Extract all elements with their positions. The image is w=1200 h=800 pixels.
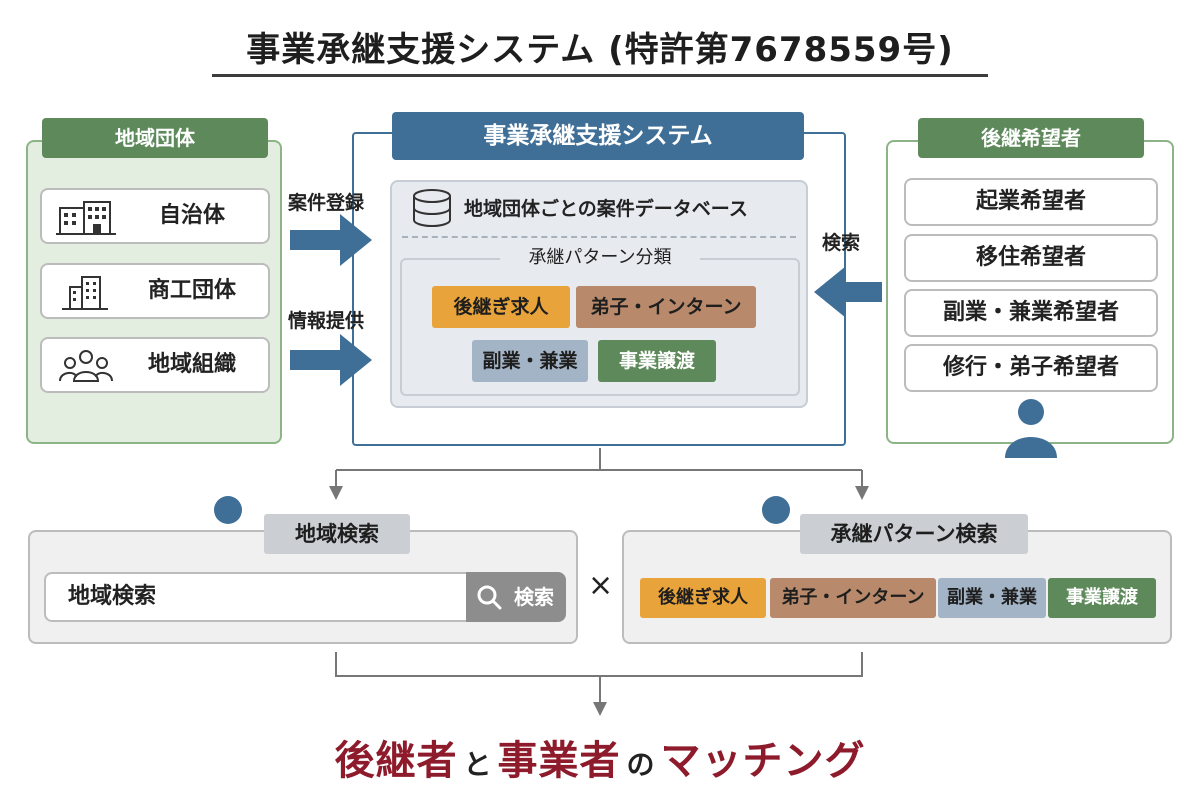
search-button[interactable]: 検索 [466,572,566,622]
regional-item-organization: 地域組織 [40,337,270,393]
regional-item-label: 自治体 [158,203,225,228]
region-search-input[interactable]: 地域検索 [44,572,468,622]
government-building-icon [56,201,116,235]
result-particle: の [626,748,655,781]
regional-groups-title: 地域団体 [42,118,268,158]
result-matching: マッチング [660,738,866,784]
successor-candidates-title: 後継希望者 [918,118,1144,158]
title-underline [212,74,988,77]
candidate-item: 移住希望者 [904,234,1158,282]
pattern-chip-business-transfer: 事業譲渡 [598,340,716,382]
region-search-title: 地域検索 [264,514,410,554]
flow-label-search: 検索 [822,232,861,254]
arrow-down-result [593,702,607,716]
split-connector [335,448,863,488]
candidate-item: 起業希望者 [904,178,1158,226]
candidate-item: 修行・弟子希望者 [904,344,1158,392]
database-divider [402,236,796,238]
arrow-down-right [855,486,869,500]
regional-item-municipality: 自治体 [40,188,270,244]
page-title: 事業承継支援システム (特許第7678559号) [246,30,954,70]
flow-label-provide: 情報提供 [288,310,365,332]
database-title: 地域団体ごとの案件データベース [464,198,748,220]
filter-chip-business-transfer[interactable]: 事業譲渡 [1048,578,1156,618]
arrow-down-left [329,486,343,500]
system-title: 事業承継支援システム [392,112,804,160]
search-button-label: 検索 [514,585,554,609]
filter-chip-apprentice[interactable]: 弟子・インターン [770,578,936,618]
matching-result-title: 後継者と事業者のマッチング [0,728,1200,786]
office-building-icon [62,276,108,310]
flow-label-register: 案件登録 [288,192,365,214]
result-business-owner: 事業者 [497,738,621,784]
pattern-title: 承継パターン分類 [500,246,700,270]
filter-chip-side-job[interactable]: 副業・兼業 [938,578,1046,618]
pattern-search-title: 承継パターン検索 [800,514,1028,554]
result-conjunction: と [463,748,492,781]
regional-item-label: 地域組織 [147,352,236,377]
times-operator: × [588,568,614,603]
community-group-icon [59,350,113,382]
candidate-item: 副業・兼業希望者 [904,289,1158,337]
filter-chip-successor-job[interactable]: 後継ぎ求人 [640,578,766,618]
merge-connector [335,652,863,704]
result-successor: 後継者 [334,738,458,784]
pattern-chip-apprentice: 弟子・インターン [576,286,756,328]
regional-item-chamber: 商工団体 [40,263,270,319]
pattern-chip-successor-job: 後継ぎ求人 [432,286,570,328]
regional-item-label: 商工団体 [147,278,236,303]
search-icon [477,585,502,610]
pattern-chip-side-job: 副業・兼業 [472,340,588,382]
